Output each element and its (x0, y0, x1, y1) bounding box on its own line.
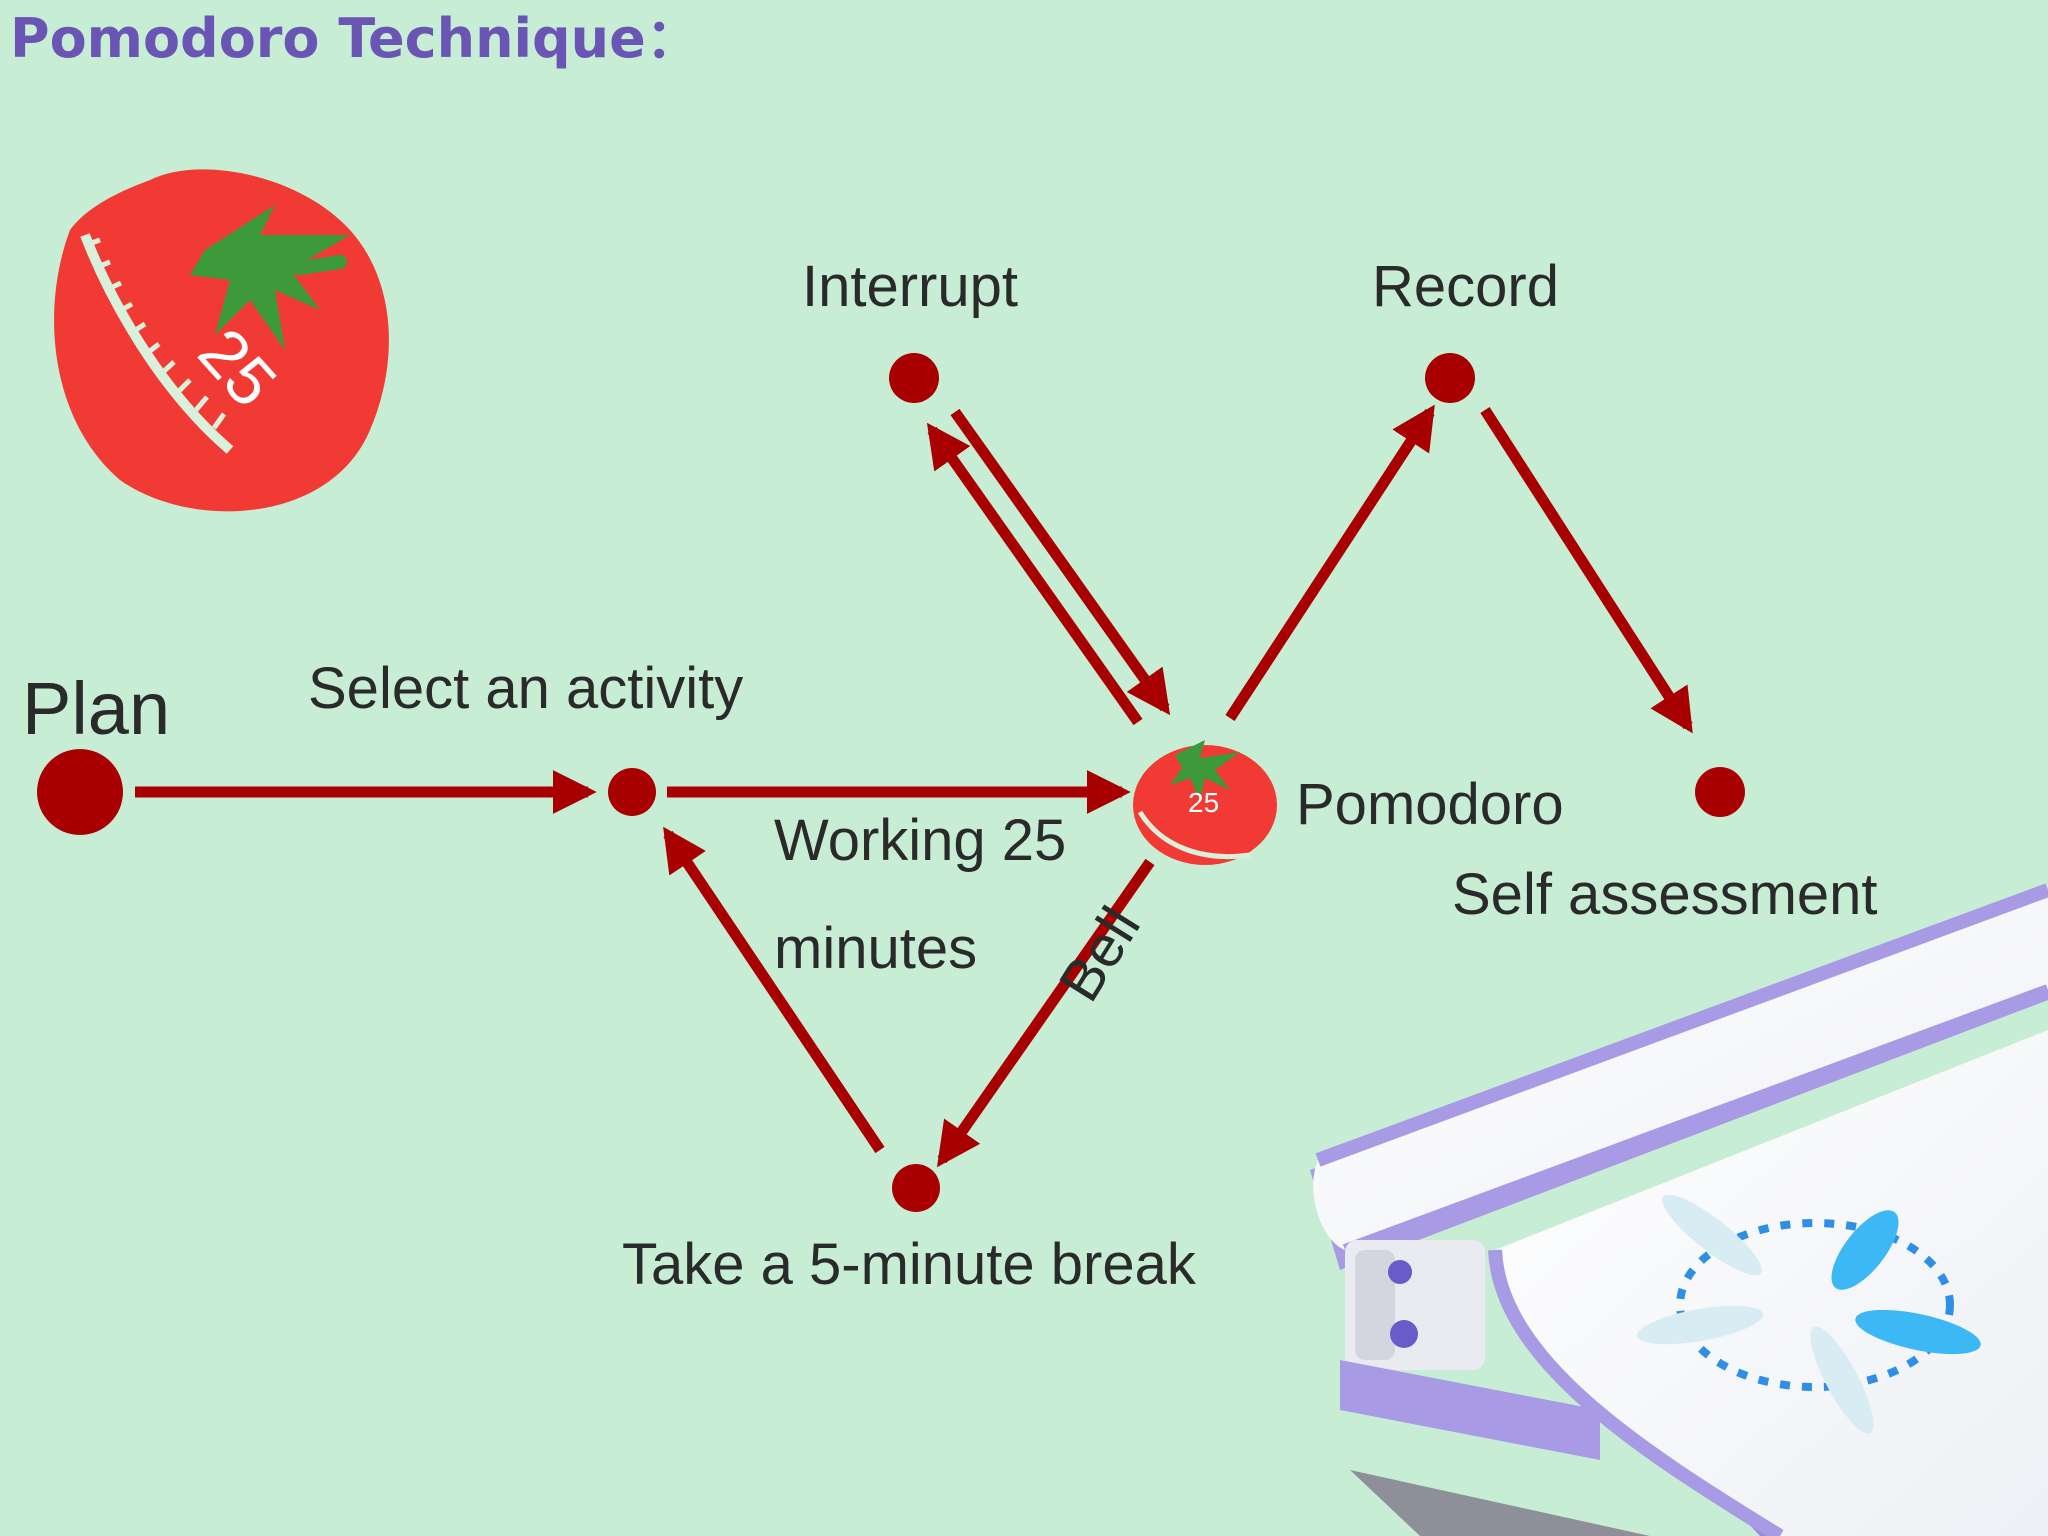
label-select-activity: Select an activity (308, 656, 744, 721)
tomato-timer-icon: 25 (54, 169, 389, 512)
node-record (1425, 353, 1475, 403)
node-select (608, 768, 656, 816)
label-break: Take a 5-minute break (622, 1232, 1196, 1297)
label-working-line1: Working 25 (774, 808, 1067, 873)
desk-illustration (1310, 883, 2048, 1536)
label-plan: Plan (22, 667, 171, 750)
label-record: Record (1372, 254, 1559, 319)
page-title: Pomodoro Technique： (10, 7, 700, 70)
node-interrupt (889, 353, 939, 403)
arrow-break-to-select (663, 826, 885, 1154)
arrow-record-to-self-assessment (1480, 407, 1693, 734)
label-self-assessment: Self assessment (1452, 862, 1878, 927)
label-pomodoro: Pomodoro (1296, 772, 1564, 837)
arrow-pomodoro-to-interrupt (926, 422, 1143, 726)
label-working-line2: minutes (774, 916, 978, 981)
tomato-timer-small-icon: 25 (1133, 740, 1277, 865)
flow-nodes (37, 353, 1745, 1212)
label-interrupt: Interrupt (802, 254, 1018, 319)
node-self-assessment (1695, 767, 1745, 817)
arrow-pomodoro-to-break (936, 858, 1155, 1168)
flow-arrows (135, 404, 1693, 1168)
node-plan (37, 749, 123, 835)
arrow-interrupt-to-pomodoro (950, 408, 1171, 716)
arrow-pomodoro-to-record (1225, 404, 1435, 722)
node-break (892, 1164, 940, 1212)
small-timer-number: 25 (1188, 787, 1219, 818)
